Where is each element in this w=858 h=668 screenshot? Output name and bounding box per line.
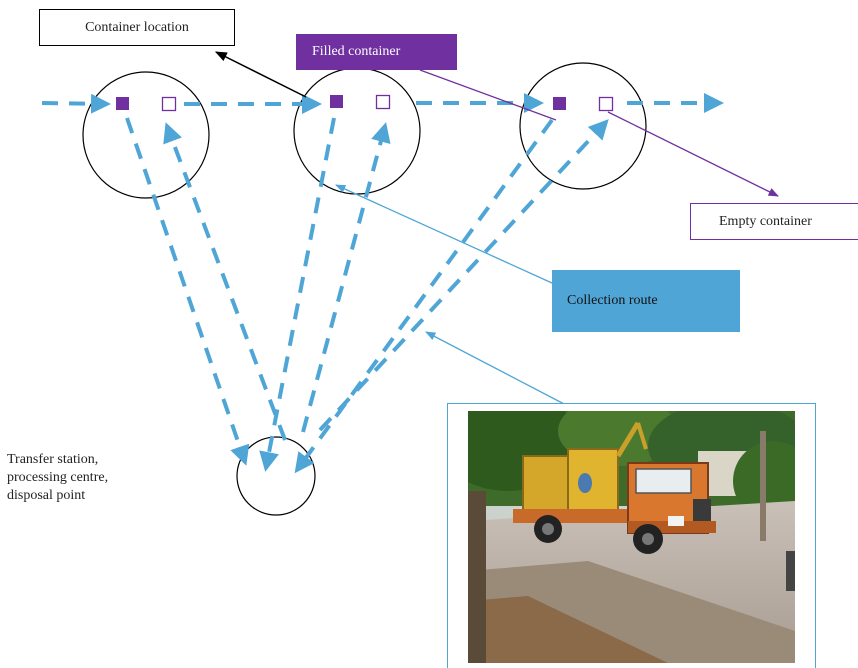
empty-container-2 bbox=[375, 94, 391, 110]
collection-route-main bbox=[41, 93, 724, 114]
empty-container-pointer bbox=[607, 111, 779, 197]
filled-container-2 bbox=[330, 95, 343, 108]
transfer-station-circle bbox=[236, 436, 316, 516]
truck-photo-illustration bbox=[468, 411, 795, 663]
transfer-station-line-1: Transfer station, bbox=[7, 452, 99, 467]
collection-route-pointer-upper bbox=[335, 184, 553, 284]
filled-container-3 bbox=[553, 97, 566, 110]
container-location-label: Container location bbox=[39, 9, 235, 46]
filled-container-label: Filled container bbox=[296, 34, 457, 70]
container-location-pointer bbox=[214, 51, 307, 98]
collection-route-label: Collection route bbox=[552, 270, 740, 332]
filled-container-text: Filled container bbox=[312, 44, 401, 59]
container-location-circle-2 bbox=[293, 67, 421, 195]
collection-route-text: Collection route bbox=[567, 293, 658, 308]
photo-callout-frame bbox=[447, 403, 816, 668]
empty-container-3 bbox=[598, 96, 614, 112]
empty-container-label: Empty container bbox=[690, 203, 858, 240]
container-location-circle-3 bbox=[519, 62, 647, 190]
container-location-circle-1 bbox=[82, 71, 210, 199]
empty-container-text: Empty container bbox=[719, 213, 812, 229]
collection-route-pointer-lower bbox=[425, 331, 567, 406]
filled-container-1 bbox=[116, 97, 129, 110]
filled-container-pointer bbox=[419, 69, 557, 121]
empty-container-1 bbox=[161, 96, 177, 112]
transfer-station-line-3: disposal point bbox=[7, 488, 86, 503]
container-location-text: Container location bbox=[85, 19, 189, 35]
transfer-station-line-2: processing centre, bbox=[7, 470, 109, 485]
collection-route-haul-trips bbox=[125, 117, 609, 474]
transfer-station-label: Transfer station, processing centre, dis… bbox=[7, 451, 108, 505]
truck-photo bbox=[468, 411, 795, 663]
